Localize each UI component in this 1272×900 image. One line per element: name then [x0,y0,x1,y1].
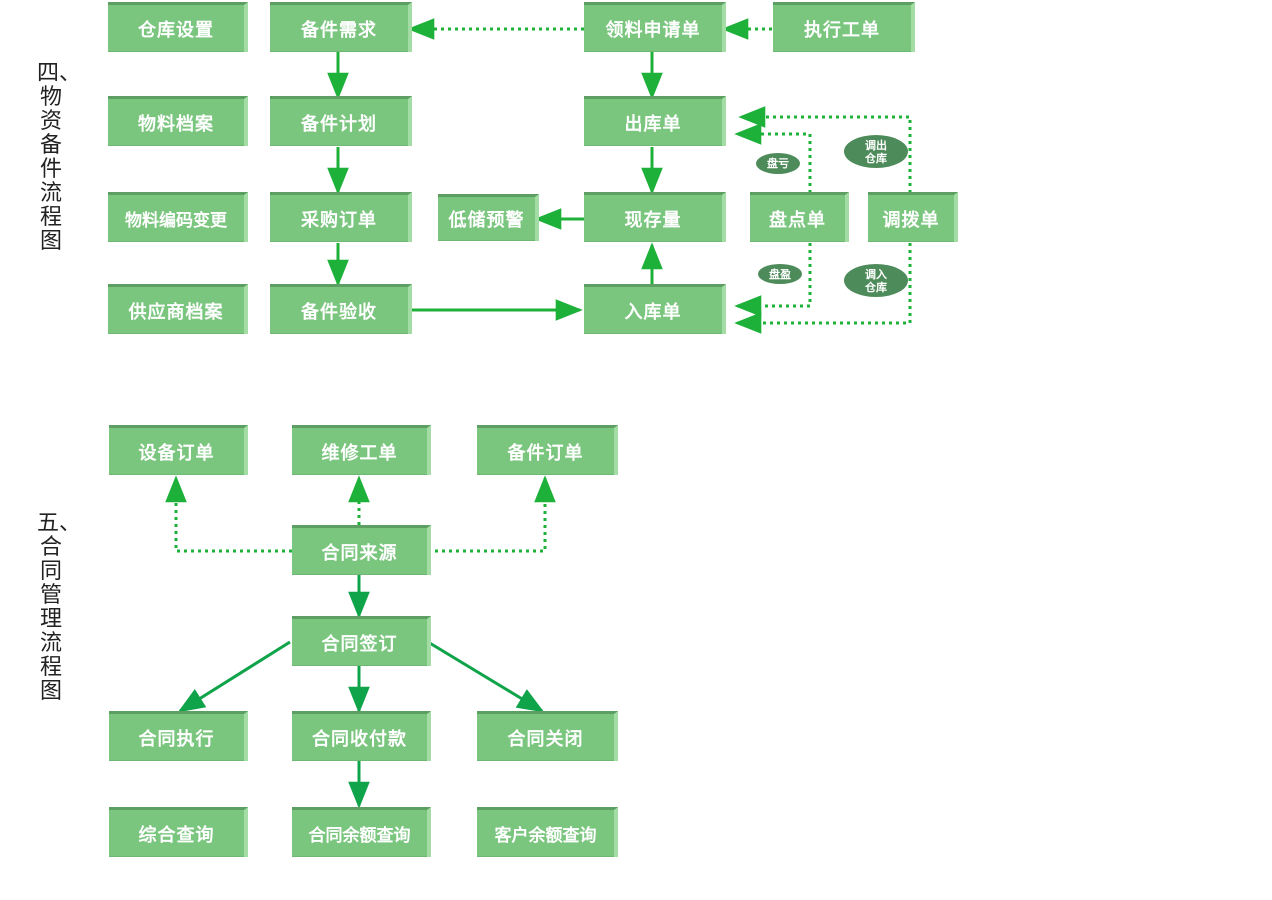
node-contract-payment[interactable]: 合同收付款 [292,711,431,761]
node-contract-balance-query[interactable]: 合同余额查询 [292,807,431,857]
edge-stocktake-to-outbound [734,123,812,193]
node-overall-query[interactable]: 综合查询 [109,807,248,857]
node-spare-accept[interactable]: 备件验收 [270,284,412,334]
edge-sign-to-close [427,640,545,713]
node-customer-balance-query[interactable]: 客户余额查询 [477,807,618,857]
node-supplier-archive[interactable]: 供应商档案 [108,284,248,334]
node-transfer[interactable]: 调拨单 [868,192,958,242]
node-contract-sign[interactable]: 合同签订 [292,616,431,666]
node-material-code-change[interactable]: 物料编码变更 [108,192,248,242]
node-equipment-order[interactable]: 设备订单 [109,425,248,475]
node-spare-demand[interactable]: 备件需求 [270,2,412,52]
label-stocktake-surplus: 盘盈 [758,264,802,284]
label-transfer-out: 调出 仓库 [844,135,908,168]
node-outbound[interactable]: 出库单 [584,96,726,146]
node-repair-work-order[interactable]: 维修工单 [292,425,431,475]
edge-source-to-spare-order [428,475,556,553]
node-spare-order[interactable]: 备件订单 [477,425,618,475]
edge-transfer-to-inbound [734,243,912,334]
node-stock-qty[interactable]: 现存量 [584,192,726,242]
node-requisition[interactable]: 领料申请单 [584,2,726,52]
node-contract-execute[interactable]: 合同执行 [109,711,248,761]
label-transfer-in: 调入 仓库 [844,264,908,297]
edge-stocktake-to-inbound [734,243,812,317]
node-low-stock-alert[interactable]: 低储预警 [438,194,539,241]
section-title-inventory-flow: 四、 物资备件流程图 [37,61,82,254]
node-work-order-exec[interactable]: 执行工单 [773,2,915,52]
node-contract-source[interactable]: 合同来源 [292,525,431,575]
node-inbound[interactable]: 入库单 [584,284,726,334]
node-contract-close[interactable]: 合同关闭 [477,711,618,761]
node-stocktake[interactable]: 盘点单 [750,192,849,242]
node-purchase-order[interactable]: 采购订单 [270,192,412,242]
edge-source-to-equipment-order [165,475,292,553]
node-material-archive[interactable]: 物料档案 [108,96,248,146]
label-stocktake-loss: 盘亏 [756,153,800,174]
node-spare-plan[interactable]: 备件计划 [270,96,412,146]
edge-sign-to-execute [177,640,291,713]
node-warehouse-setup[interactable]: 仓库设置 [108,2,248,52]
